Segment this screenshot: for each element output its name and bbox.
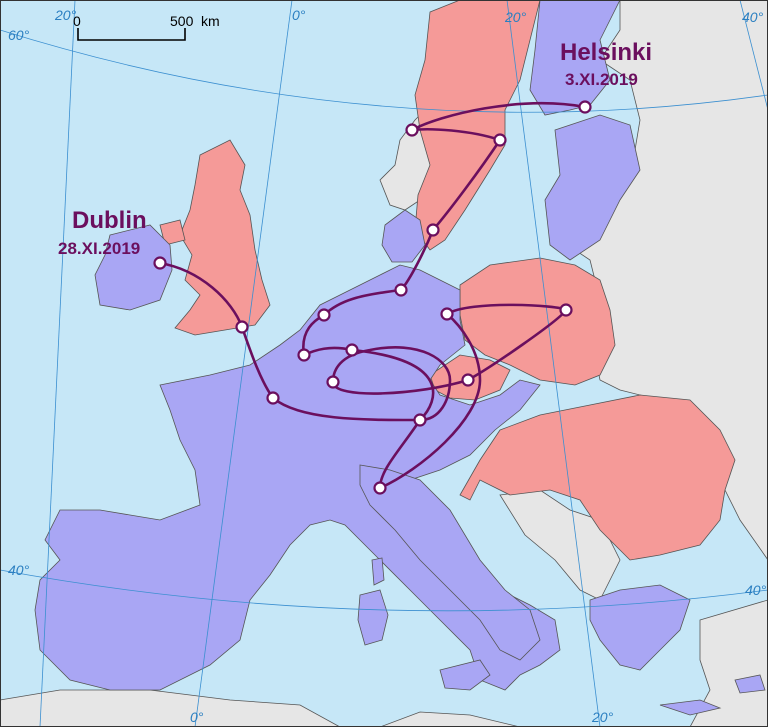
north-africa-east [379, 711, 521, 727]
country-denmark [381, 209, 426, 263]
country-sweden [414, 0, 541, 251]
city-label-helsinki: Helsinki [560, 39, 652, 66]
stop-austria [413, 413, 427, 427]
grid-label-lat-right-1: 40° [745, 582, 767, 598]
grid-label-lon-top-1: 20° [54, 7, 77, 23]
scale-bar-line [77, 28, 186, 41]
stop-denmark [426, 223, 440, 237]
stop-germany-north [394, 283, 408, 297]
island-cyprus [734, 674, 766, 694]
stop-poland-west [440, 307, 454, 321]
route-countries [34, 0, 766, 716]
parallel-60 [0, 29, 768, 113]
north-africa [0, 689, 341, 727]
island-crete [659, 699, 722, 716]
stop-france [266, 391, 280, 405]
grid-label-lon-top-3: 20° [504, 9, 527, 25]
island-sicily [439, 659, 491, 691]
city-label-dublin: Dublin [72, 207, 147, 234]
grid-label-lat-left-1: 60° [8, 27, 30, 43]
stop-norway [405, 123, 419, 137]
stop-britain [235, 320, 249, 334]
grid-label-lon-top-2: 0° [292, 7, 306, 23]
date-label-dublin: 28.XI.2019 [58, 239, 140, 258]
meridian-20e [506, 0, 601, 727]
grid-label-lon-bottom-1: 0° [190, 709, 204, 725]
country-baltics [544, 114, 641, 261]
scale-unit-label: km [201, 13, 220, 29]
stop-belgium [297, 348, 311, 362]
meridian-20w [39, 0, 76, 727]
stop-germany-west [345, 343, 359, 357]
grid-label-lon-bottom-2: 20° [591, 709, 614, 725]
stop-helsinki [578, 100, 592, 114]
country-balkans [499, 489, 621, 601]
island-sardinia [357, 589, 389, 646]
country-southeast-block [459, 394, 736, 561]
country-central-western [34, 264, 561, 691]
grid-label-lat-left-2: 40° [8, 562, 30, 578]
stop-sweden [493, 133, 507, 147]
parallel-40 [0, 569, 768, 612]
meridian-40e [739, 0, 768, 111]
island-corsica [371, 557, 385, 586]
country-italy [359, 464, 541, 661]
stop-dublin [153, 256, 167, 270]
meridian-0 [194, 0, 293, 727]
stop-czechia [461, 373, 475, 387]
stop-netherlands [317, 308, 331, 322]
date-label-helsinki: 3.XI.2019 [565, 70, 638, 89]
scale-start-label: 0 [73, 13, 81, 29]
country-greece [589, 584, 691, 671]
country-turkey [689, 599, 768, 727]
stop-poland-east [559, 303, 573, 317]
scale-bar: 0 500 km [73, 13, 220, 41]
grid-label-lon-top-4: 40° [742, 9, 764, 25]
stop-germany-south [326, 375, 340, 389]
tour-stops [153, 100, 592, 495]
scale-end-label: 500 [170, 13, 194, 29]
country-ireland [94, 224, 173, 311]
stop-italy [373, 481, 387, 495]
